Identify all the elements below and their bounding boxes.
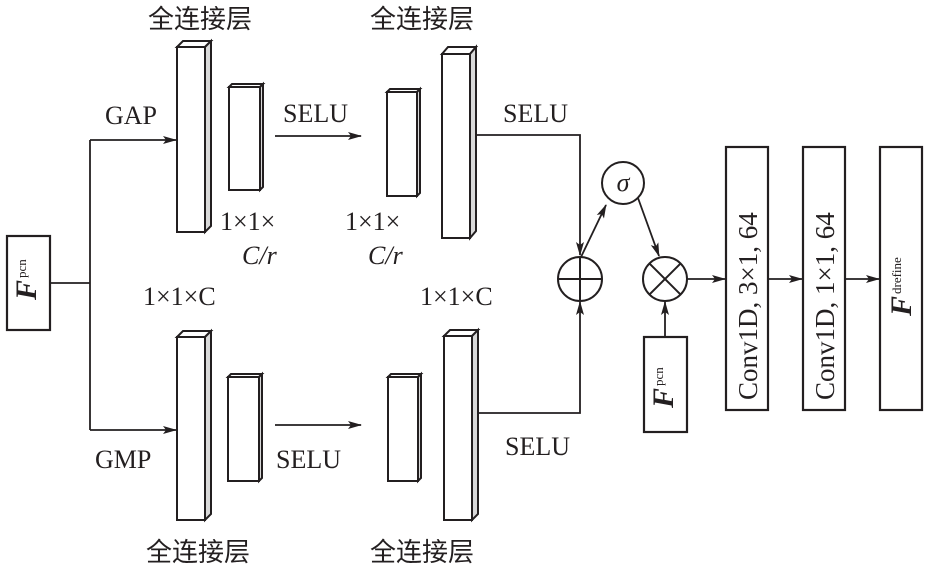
fc-bar-bottom-2	[441, 327, 481, 523]
output-symbol: F	[885, 296, 918, 317]
dim-label-bottom-1: 1×1×C	[143, 282, 216, 311]
fc-bar-top-2	[439, 44, 479, 241]
dim-label-top-1b: C/r	[242, 241, 278, 270]
add-to-sigma-arrow	[580, 204, 607, 258]
fc-bar-bottom-small-2	[385, 371, 424, 484]
fc-bar-top-small-2	[384, 86, 423, 199]
fc-bar-top-small-1	[226, 81, 266, 193]
dim-label-top-2b: C/r	[368, 241, 404, 270]
selu-label-top-2: SELU	[503, 99, 568, 128]
fc-bar-top-1	[174, 38, 214, 235]
sigmoid-operator: σ	[601, 161, 645, 205]
selu-label-bottom-2: SELU	[505, 432, 570, 461]
output-subscript: drefine	[889, 257, 904, 294]
sigma-symbol: σ	[617, 168, 631, 197]
fc-label-top-1: 全连接层	[148, 5, 252, 35]
multiply-operator-icon	[642, 256, 688, 302]
input-feature-box: F pcn	[5, 234, 52, 332]
fc-bar-bottom-small-1	[225, 371, 265, 484]
output-feature-box: F drefine	[878, 145, 924, 412]
input-symbol: F	[10, 280, 43, 301]
selu-label-bottom-1: SELU	[276, 445, 341, 474]
skip-input-subscript: pcn	[651, 367, 666, 386]
dim-label-bottom-2: 1×1×C	[420, 282, 493, 311]
gap-label: GAP	[105, 101, 157, 130]
skip-input-box: F pcn	[642, 335, 689, 434]
fc-label-bottom-1: 全连接层	[146, 538, 250, 568]
dim-label-top-2a: 1×1×	[345, 207, 400, 236]
conv-block-1: Conv1D, 3×1, 64	[724, 145, 770, 412]
fc-label-bottom-2: 全连接层	[370, 538, 474, 568]
top-to-add-arrow	[476, 134, 584, 256]
conv-block-2-label: Conv1D, 1×1, 64	[810, 212, 840, 400]
sigma-to-multiply-arrow	[637, 197, 660, 257]
gmp-label: GMP	[95, 445, 151, 474]
dim-label-top-1a: 1×1×	[220, 207, 275, 236]
fc-label-top-2: 全连接层	[370, 5, 474, 35]
selu-label-top-1: SELU	[283, 99, 348, 128]
split-connector	[50, 136, 177, 434]
conv-block-2: Conv1D, 1×1, 64	[801, 145, 847, 412]
skip-input-symbol: F	[647, 388, 680, 409]
input-subscript: pcn	[14, 259, 29, 278]
add-operator-icon	[557, 256, 603, 302]
fc-bar-bottom-1	[174, 328, 214, 523]
conv-block-1-label: Conv1D, 3×1, 64	[733, 212, 763, 400]
bottom-to-add-arrow	[478, 301, 584, 414]
